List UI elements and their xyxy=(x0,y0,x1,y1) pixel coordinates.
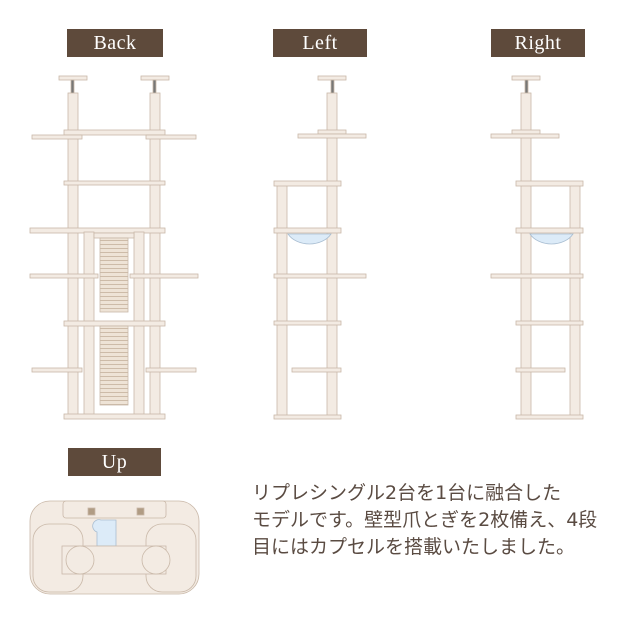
description-line: リプレシングル2台を1台に融合した xyxy=(252,482,562,504)
product-description: リプレシングル2台を1台に融合した モデルです。壁型爪とぎを2枚備え、4段 目に… xyxy=(252,480,632,561)
back-view-label: Back xyxy=(67,29,163,57)
left-view-label: Left xyxy=(273,29,367,57)
up-view-drawing xyxy=(29,500,200,595)
up-view-label: Up xyxy=(68,448,161,476)
left-view-drawing xyxy=(273,75,367,420)
right-view-drawing xyxy=(490,75,584,420)
back-view-drawing xyxy=(29,75,199,420)
description-line: 目にはカプセルを搭載いたしました。 xyxy=(252,536,576,558)
description-line: モデルです。壁型爪とぎを2枚備え、4段 xyxy=(252,509,598,531)
right-view-label: Right xyxy=(491,29,585,57)
